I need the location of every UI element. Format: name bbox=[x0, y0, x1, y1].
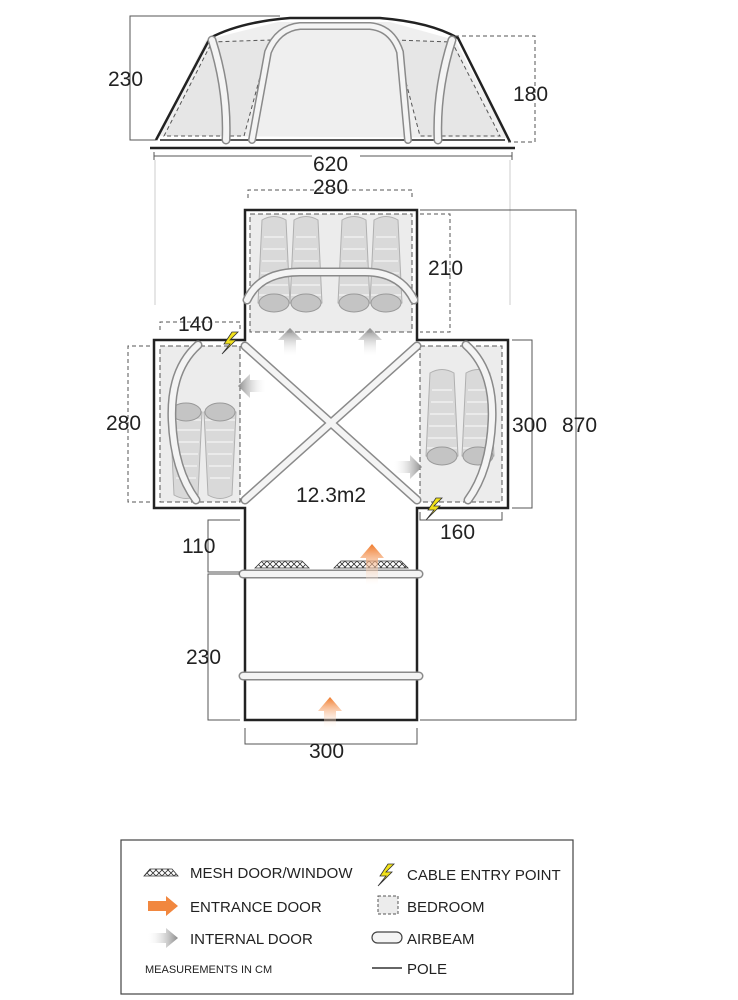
total-width-label: 620 bbox=[313, 153, 348, 176]
internal-arrow-icon bbox=[148, 928, 178, 948]
front-height-label: 230 bbox=[108, 68, 143, 91]
floorplan-dimension-lines bbox=[127, 189, 577, 745]
front-elevation-dimension-lines bbox=[129, 15, 536, 160]
porch-length-label: 230 bbox=[186, 646, 221, 669]
mesh-windows bbox=[254, 560, 409, 569]
legend-mesh-door-window: MESH DOOR/WINDOW bbox=[190, 865, 353, 882]
side-height-label: 180 bbox=[513, 83, 548, 106]
right-bedroom-depth-label: 300 bbox=[512, 414, 547, 437]
legend-entrance-door: ENTRANCE DOOR bbox=[190, 899, 322, 916]
internal-door-arrows bbox=[238, 328, 422, 479]
porch-step-label: 110 bbox=[182, 535, 215, 558]
floor-plan bbox=[127, 160, 577, 745]
airbeams bbox=[167, 267, 497, 681]
front-elevation bbox=[150, 16, 515, 150]
legend: MESH DOOR/WINDOW ENTRANCE DOOR INTERNAL … bbox=[120, 839, 574, 995]
cable-entry-points bbox=[221, 331, 443, 521]
legend-airbeam: AIRBEAM bbox=[407, 931, 475, 948]
legend-internal-door: INTERNAL DOOR bbox=[190, 931, 313, 948]
mesh-icon bbox=[143, 868, 179, 877]
airbeam-icon bbox=[371, 931, 403, 944]
legend-cable-entry-point: CABLE ENTRY POINT bbox=[407, 867, 561, 884]
legend-measurements-note: MEASUREMENTS IN CM bbox=[145, 964, 272, 976]
legend-bedroom: BEDROOM bbox=[407, 899, 485, 916]
legend-box bbox=[120, 839, 574, 995]
entrance-door-arrows bbox=[318, 544, 384, 728]
total-length-label: 870 bbox=[562, 414, 597, 437]
porch-width-label: 300 bbox=[309, 740, 344, 763]
left-bedroom-depth-label: 280 bbox=[106, 412, 141, 435]
bedroom-icon bbox=[377, 895, 399, 915]
lightning-icon bbox=[377, 863, 395, 887]
floor-area-label: 12.3m2 bbox=[296, 484, 366, 507]
entrance-arrow-icon bbox=[148, 896, 178, 916]
left-bedroom-offset-label: 140 bbox=[178, 313, 213, 336]
top-bedroom-width-label: 280 bbox=[313, 176, 348, 199]
legend-pole: POLE bbox=[407, 961, 447, 978]
right-bedroom-width-label: 160 bbox=[440, 521, 475, 544]
top-bedroom-depth-label: 210 bbox=[428, 257, 463, 280]
dimension-labels: 230 180 620 280 210 140 280 300 870 160 … bbox=[106, 68, 597, 763]
